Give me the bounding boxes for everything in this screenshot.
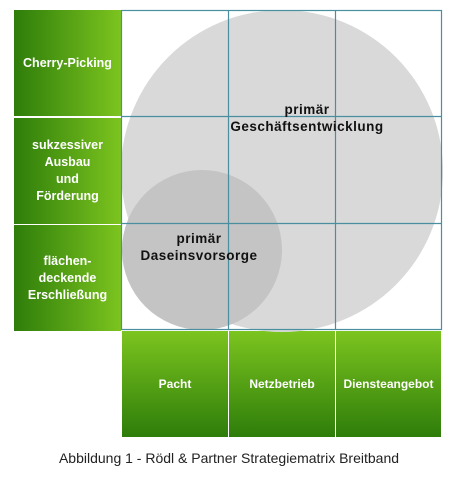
column-header-cell-3: [336, 331, 441, 437]
row-header-cell-3: [14, 225, 121, 331]
column-header-cell-1: [122, 331, 228, 437]
column-label-pacht: Pacht: [158, 377, 192, 391]
column-label-diensteangebot: Diensteangebot: [343, 377, 434, 391]
column-header-cell-2: [229, 331, 335, 437]
region-label-geschaeftsentwicklung: primär Geschäftsentwicklung: [230, 102, 384, 134]
row-label-cherry-picking: Cherry-Picking: [23, 55, 112, 70]
matrix-grid: [120, 9, 443, 331]
column-label-netzbetrieb: Netzbetrieb: [249, 377, 315, 391]
row-header-cell-1: [14, 10, 121, 116]
row-header-cell-2: [14, 118, 121, 224]
region-label-daseinsvorsorge: primär Daseinsvorsorge: [140, 231, 258, 263]
row-label-sukzessiver-ausbau: sukzessiver Ausbau und Förderung: [32, 138, 103, 203]
figure-caption: Abbildung 1 - Rödl & Partner Strategiema…: [58, 450, 400, 466]
row-label-flaechendeckende-erschliessung: flächen- deckende Erschließung: [27, 253, 108, 302]
region-daseinsvorsorge: [122, 170, 282, 330]
